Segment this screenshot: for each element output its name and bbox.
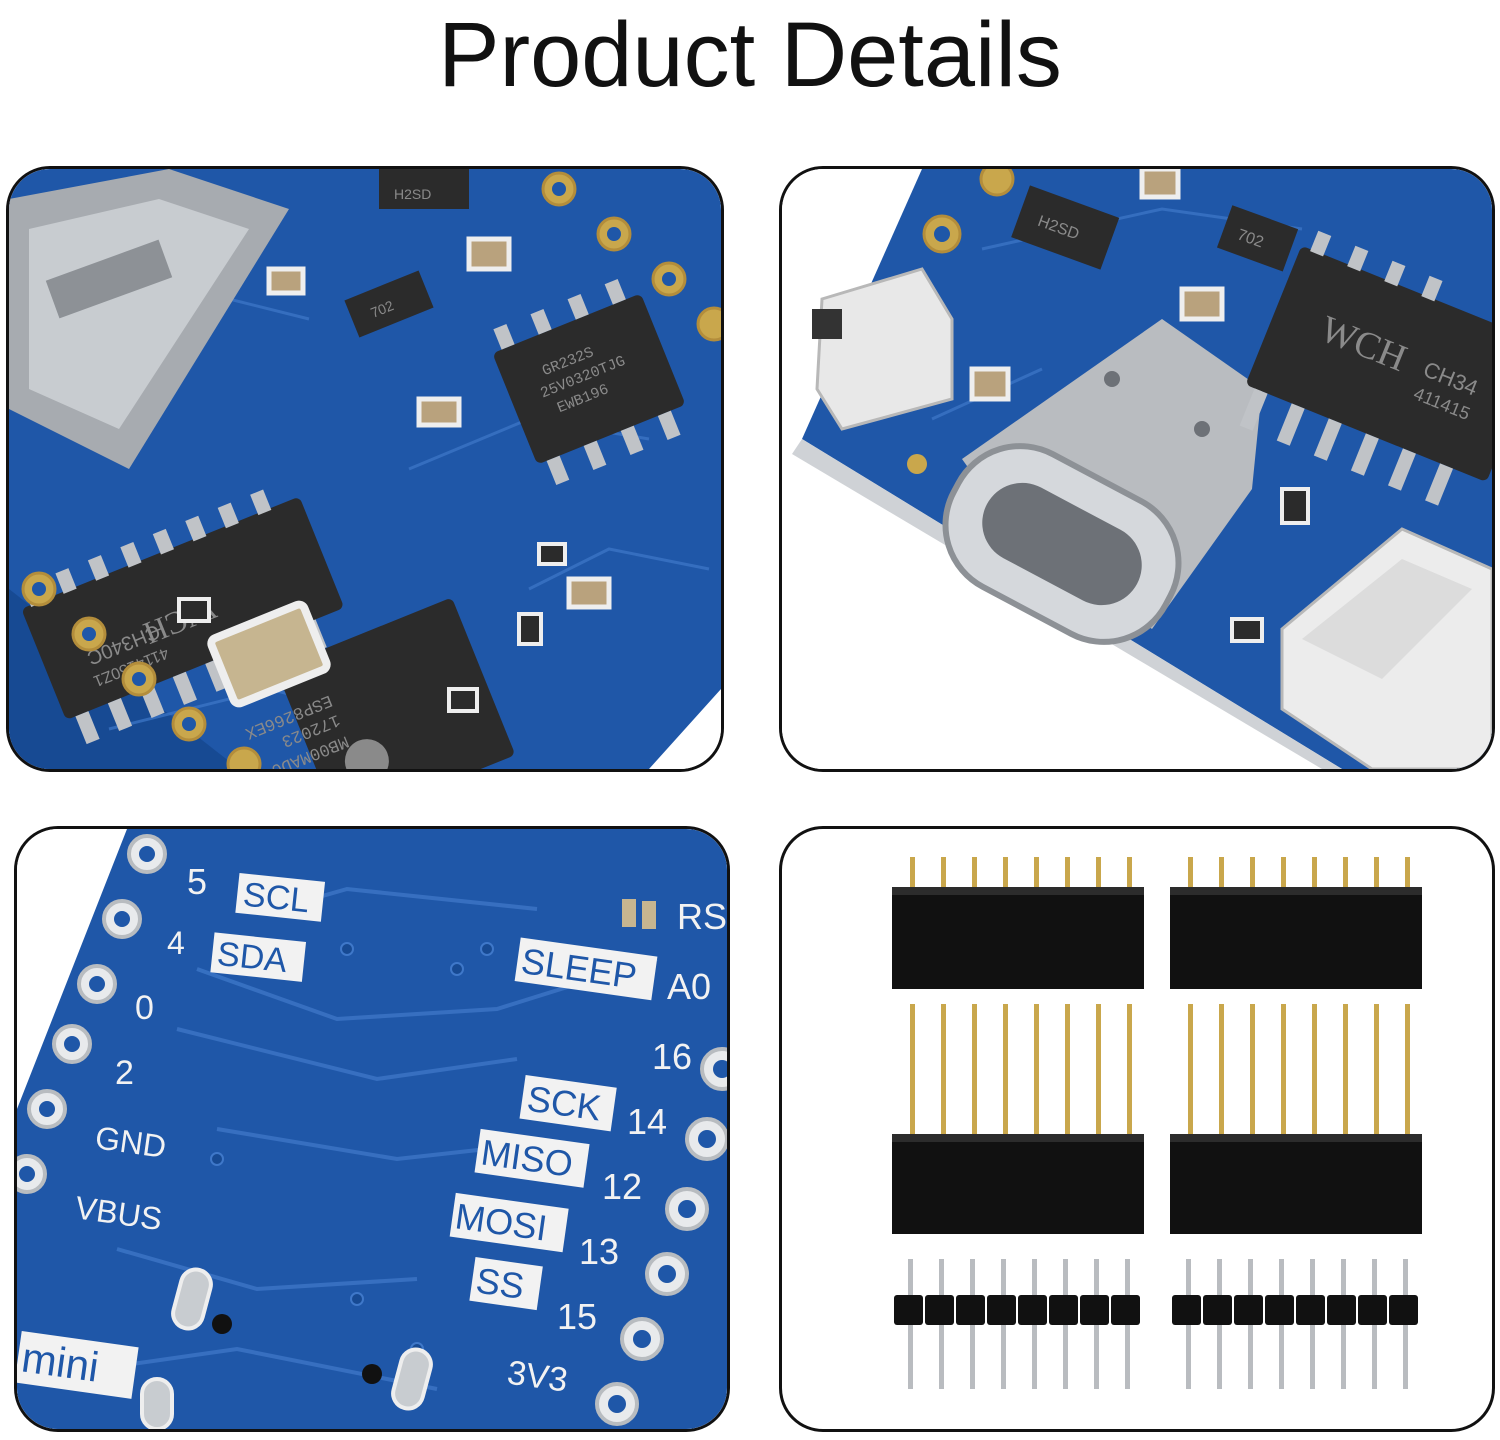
panel-pcb-usb-c: WCH CH34 411415 H2SD 702 <box>779 166 1495 772</box>
smd-components <box>177 236 612 713</box>
pin-label-sck: SCK <box>525 1078 604 1129</box>
reset-button-component <box>812 267 954 431</box>
pin-label-12: 12 <box>602 1166 642 1207</box>
ch340-chip: WCH CH34 411415 <box>1239 230 1492 506</box>
pin-label-2: 2 <box>115 1054 134 1092</box>
pin-label-16: 16 <box>652 1036 692 1077</box>
pin-label-3v3: 3V3 <box>505 1354 570 1400</box>
sot-regulator: H2SD <box>1011 185 1120 270</box>
page-title: Product Details <box>438 4 1062 106</box>
vias <box>210 942 494 1356</box>
pin-label-4: 4 <box>167 925 185 961</box>
panel-pcb-closeup-chips: WCH CH340C 4114150Z1 ESP8266EX 172023 MB… <box>6 166 724 772</box>
female-header-long-right <box>1170 1004 1422 1234</box>
pcb-chips-illustration: WCH CH340C 4114150Z1 ESP8266EX 172023 MB… <box>9 169 721 769</box>
usb-connector <box>9 169 289 469</box>
smd-components <box>969 169 1310 643</box>
reg-text: H2SD <box>394 186 431 202</box>
female-header-long-left <box>892 1004 1144 1234</box>
sot-regulator: H2SD <box>379 169 469 209</box>
pcb-usbc-illustration: WCH CH34 411415 H2SD 702 <box>782 169 1492 769</box>
pin-label-14: 14 <box>627 1101 667 1142</box>
pin-label-rs: RS <box>677 896 727 937</box>
pin-label-5: 5 <box>187 861 207 902</box>
brand-label-mini: mini <box>19 1333 102 1390</box>
panel-pcb-pin-labels: 5 SCL 4 SDA 0 2 GND VBUS mini RS SLEEP <box>14 826 730 1432</box>
silkscreen-labels: 5 SCL 4 SDA 0 2 GND VBUS mini RS SLEEP <box>17 861 727 1400</box>
pin-label-a0: A0 <box>667 966 711 1007</box>
sot-transistor: 702 <box>1216 205 1299 272</box>
pin-label-0: 0 <box>135 989 154 1027</box>
female-header-short-right <box>1170 857 1422 989</box>
pin-holes <box>21 171 721 769</box>
pcb-pins-illustration: 5 SCL 4 SDA 0 2 GND VBUS mini RS SLEEP <box>17 829 727 1429</box>
male-header-right <box>1172 1259 1418 1389</box>
pin-label-scl: SCL <box>241 876 311 921</box>
pin-headers-illustration <box>892 857 1422 1389</box>
female-header-short-left <box>892 857 1144 989</box>
panel-pin-headers <box>779 826 1495 1432</box>
jst-connector <box>1280 527 1492 769</box>
pin-label-13: 13 <box>579 1231 619 1272</box>
solder-pads <box>140 1267 433 1429</box>
flash-chip: GR232S 25V0320TJG EWB196 <box>493 278 684 485</box>
pin-label-sda: SDA <box>215 935 289 980</box>
sot-transistor: 702 <box>344 270 434 338</box>
pin-label-15: 15 <box>557 1296 597 1337</box>
usb-c-connector <box>942 319 1262 645</box>
crystal-oscillator <box>207 600 331 708</box>
male-header-left <box>894 1259 1140 1389</box>
pin-label-ss: SS <box>473 1260 526 1307</box>
